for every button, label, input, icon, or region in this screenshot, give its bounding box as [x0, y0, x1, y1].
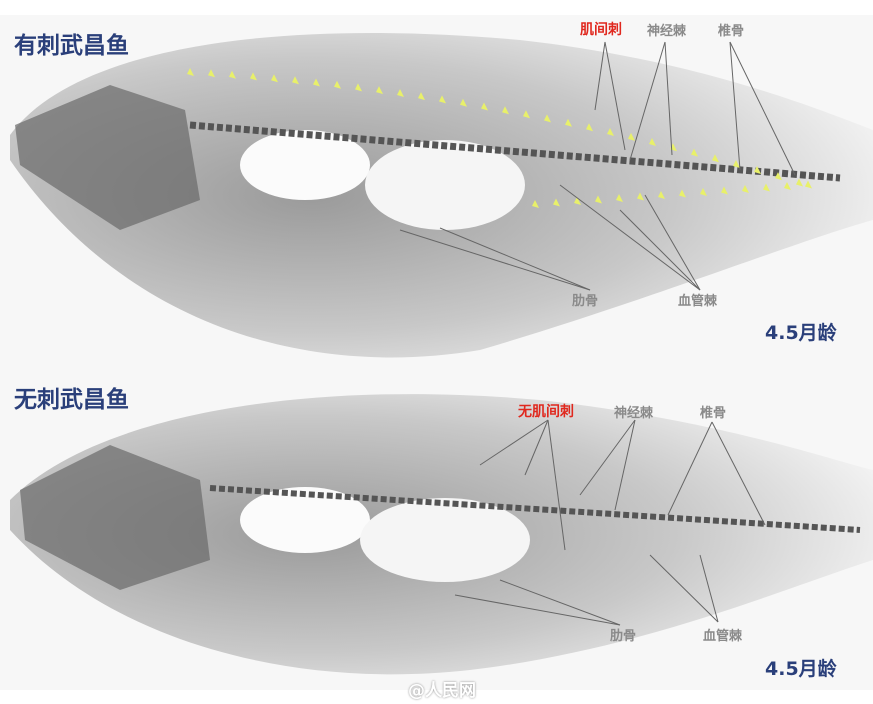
intermuscular-spine-marker	[229, 70, 236, 79]
label-vertebra: 椎骨	[718, 24, 745, 39]
intermuscular-spine-marker	[355, 83, 362, 92]
label-no-intermuscular-spine: 无肌间刺	[518, 404, 574, 420]
intermuscular-spine-marker	[649, 137, 656, 146]
intermuscular-spine-marker	[805, 180, 812, 189]
intermuscular-spine-marker	[544, 114, 551, 123]
intermuscular-spine-marker	[721, 186, 728, 195]
intermuscular-spine-marker	[376, 86, 383, 95]
intermuscular-spine-marker	[775, 172, 782, 181]
intermuscular-spine-marker	[313, 78, 320, 87]
label-haemal-spine: 血管棘	[703, 629, 743, 644]
intermuscular-spine-marker	[532, 200, 539, 208]
label-vertebra: 椎骨	[700, 406, 727, 421]
intermuscular-spine-marker	[460, 98, 467, 107]
label-rib: 肋骨	[610, 629, 637, 644]
intermuscular-spine-marker	[187, 68, 194, 76]
intermuscular-spine-marker	[691, 148, 698, 157]
watermark: @人民网	[408, 681, 476, 701]
intermuscular-spine-marker	[796, 178, 803, 187]
intermuscular-spine-marker	[658, 191, 665, 199]
intermuscular-spine-marker	[784, 182, 791, 190]
intermuscular-spine-marker	[733, 160, 740, 169]
intermuscular-spine-marker	[565, 118, 572, 127]
intermuscular-spine-marker	[271, 74, 278, 83]
intermuscular-spine-marker	[397, 89, 404, 97]
intermuscular-spine-marker	[574, 197, 581, 205]
intermuscular-spine-marker	[439, 95, 446, 104]
label-neural-spine: 神经棘	[647, 24, 687, 39]
intermuscular-spine-marker	[481, 102, 488, 111]
intermuscular-spine-marker	[700, 188, 707, 196]
intermuscular-spine-marker	[553, 198, 560, 207]
intermuscular-spine-marker	[523, 110, 530, 119]
panel-title: 无刺武昌鱼	[14, 387, 129, 413]
intermuscular-spine-marker	[712, 154, 719, 163]
intermuscular-spine-marker	[208, 69, 215, 78]
intermuscular-spine-marker	[250, 72, 257, 81]
intermuscular-spine-marker	[595, 195, 602, 204]
intermuscular-spine-marker	[607, 128, 614, 136]
intermuscular-spine-marker	[754, 166, 761, 175]
label-rib: 肋骨	[572, 294, 599, 309]
intermuscular-spine-marker	[763, 183, 770, 192]
label-intermuscular-spine: 肌间刺	[580, 22, 622, 38]
intermuscular-spine-marker	[586, 123, 593, 132]
intermuscular-spine-marker	[292, 76, 299, 85]
intermuscular-spine-marker	[502, 106, 509, 115]
intermuscular-spine-marker	[742, 185, 749, 193]
age-label: 4.5月龄	[765, 322, 837, 344]
intermuscular-spine-markers	[187, 68, 812, 208]
fish-xray-with-spines	[10, 32, 873, 358]
intermuscular-spine-marker	[616, 194, 623, 202]
intermuscular-spine-marker	[679, 189, 686, 198]
intermuscular-spine-marker	[334, 80, 341, 89]
panel-title: 有刺武昌鱼	[14, 33, 129, 59]
intermuscular-spine-marker	[418, 92, 425, 101]
label-haemal-spine: 血管棘	[678, 294, 718, 309]
label-neural-spine: 神经棘	[614, 406, 654, 421]
intermuscular-spine-marker	[637, 192, 644, 201]
fish-xray-spineless	[10, 394, 873, 675]
intermuscular-spine-marker	[628, 132, 635, 141]
age-label: 4.5月龄	[765, 658, 837, 680]
